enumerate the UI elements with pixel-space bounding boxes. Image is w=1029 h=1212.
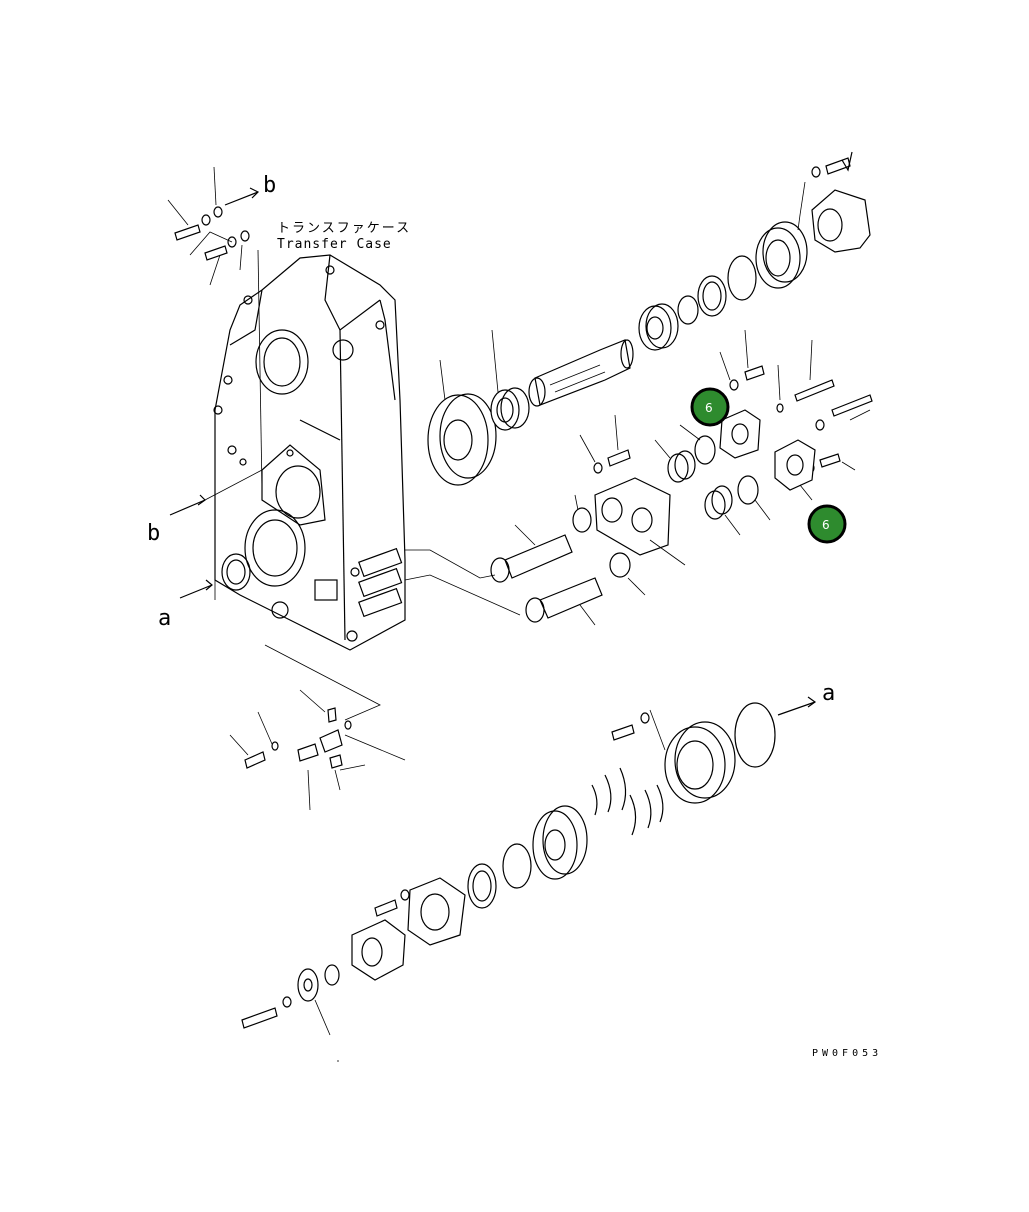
seal-cage [374,877,466,946]
ref-letter-b-left: b [147,521,160,546]
case-label-jp: トランスファケース [277,221,411,236]
output-gear [427,359,497,486]
drawing-code: PW0F053 [812,1048,882,1059]
callout-badge-upper: 6 [690,387,730,427]
ref-letter-b-top: b [263,173,276,198]
o-ring-upper [727,255,757,301]
spring-lower [704,475,771,536]
bolt-lower [241,996,339,1062]
washer-lower [297,964,340,1036]
ref-arrow-a-left [179,579,213,599]
o-ring-large [734,702,776,768]
callout-badge-lower: 6 [807,504,847,544]
ref-arrow-a-right [777,696,817,716]
bearing-housing-lower [611,709,736,804]
cover-plate-upper [719,409,761,459]
valve-spool-lower [525,577,603,626]
bearing-race [697,275,727,317]
bearing-race-lower [467,863,497,909]
shim-set [591,767,664,836]
snap-ring-lower [502,843,532,889]
coupling-flange-upper [799,151,871,253]
spring-upper [654,424,716,483]
breather-group [229,644,406,811]
bearing-upper [490,329,530,431]
bearing-roller [638,303,679,351]
leader-lines-spools [404,549,521,616]
transfer-case-housing [213,249,406,651]
case-label-en: Transfer Case [277,237,392,252]
callout-text-lower: 6 [822,518,830,532]
bolt-set-top-left [167,166,260,286]
bearing-lower-roller [532,805,588,880]
ref-letter-a-right: a [822,681,835,706]
snap-ring-upper [677,295,699,325]
input-shaft [528,339,634,407]
valve-body [572,477,686,596]
ref-arrow-b-left [169,469,263,516]
valve-spool-upper [490,524,573,583]
bearing-cage [755,214,808,289]
ref-letter-a-left: a [158,606,171,631]
cover-plate-lower [774,439,816,501]
coupling-flange-lower [351,919,406,981]
callout-text-upper: 6 [705,401,713,415]
